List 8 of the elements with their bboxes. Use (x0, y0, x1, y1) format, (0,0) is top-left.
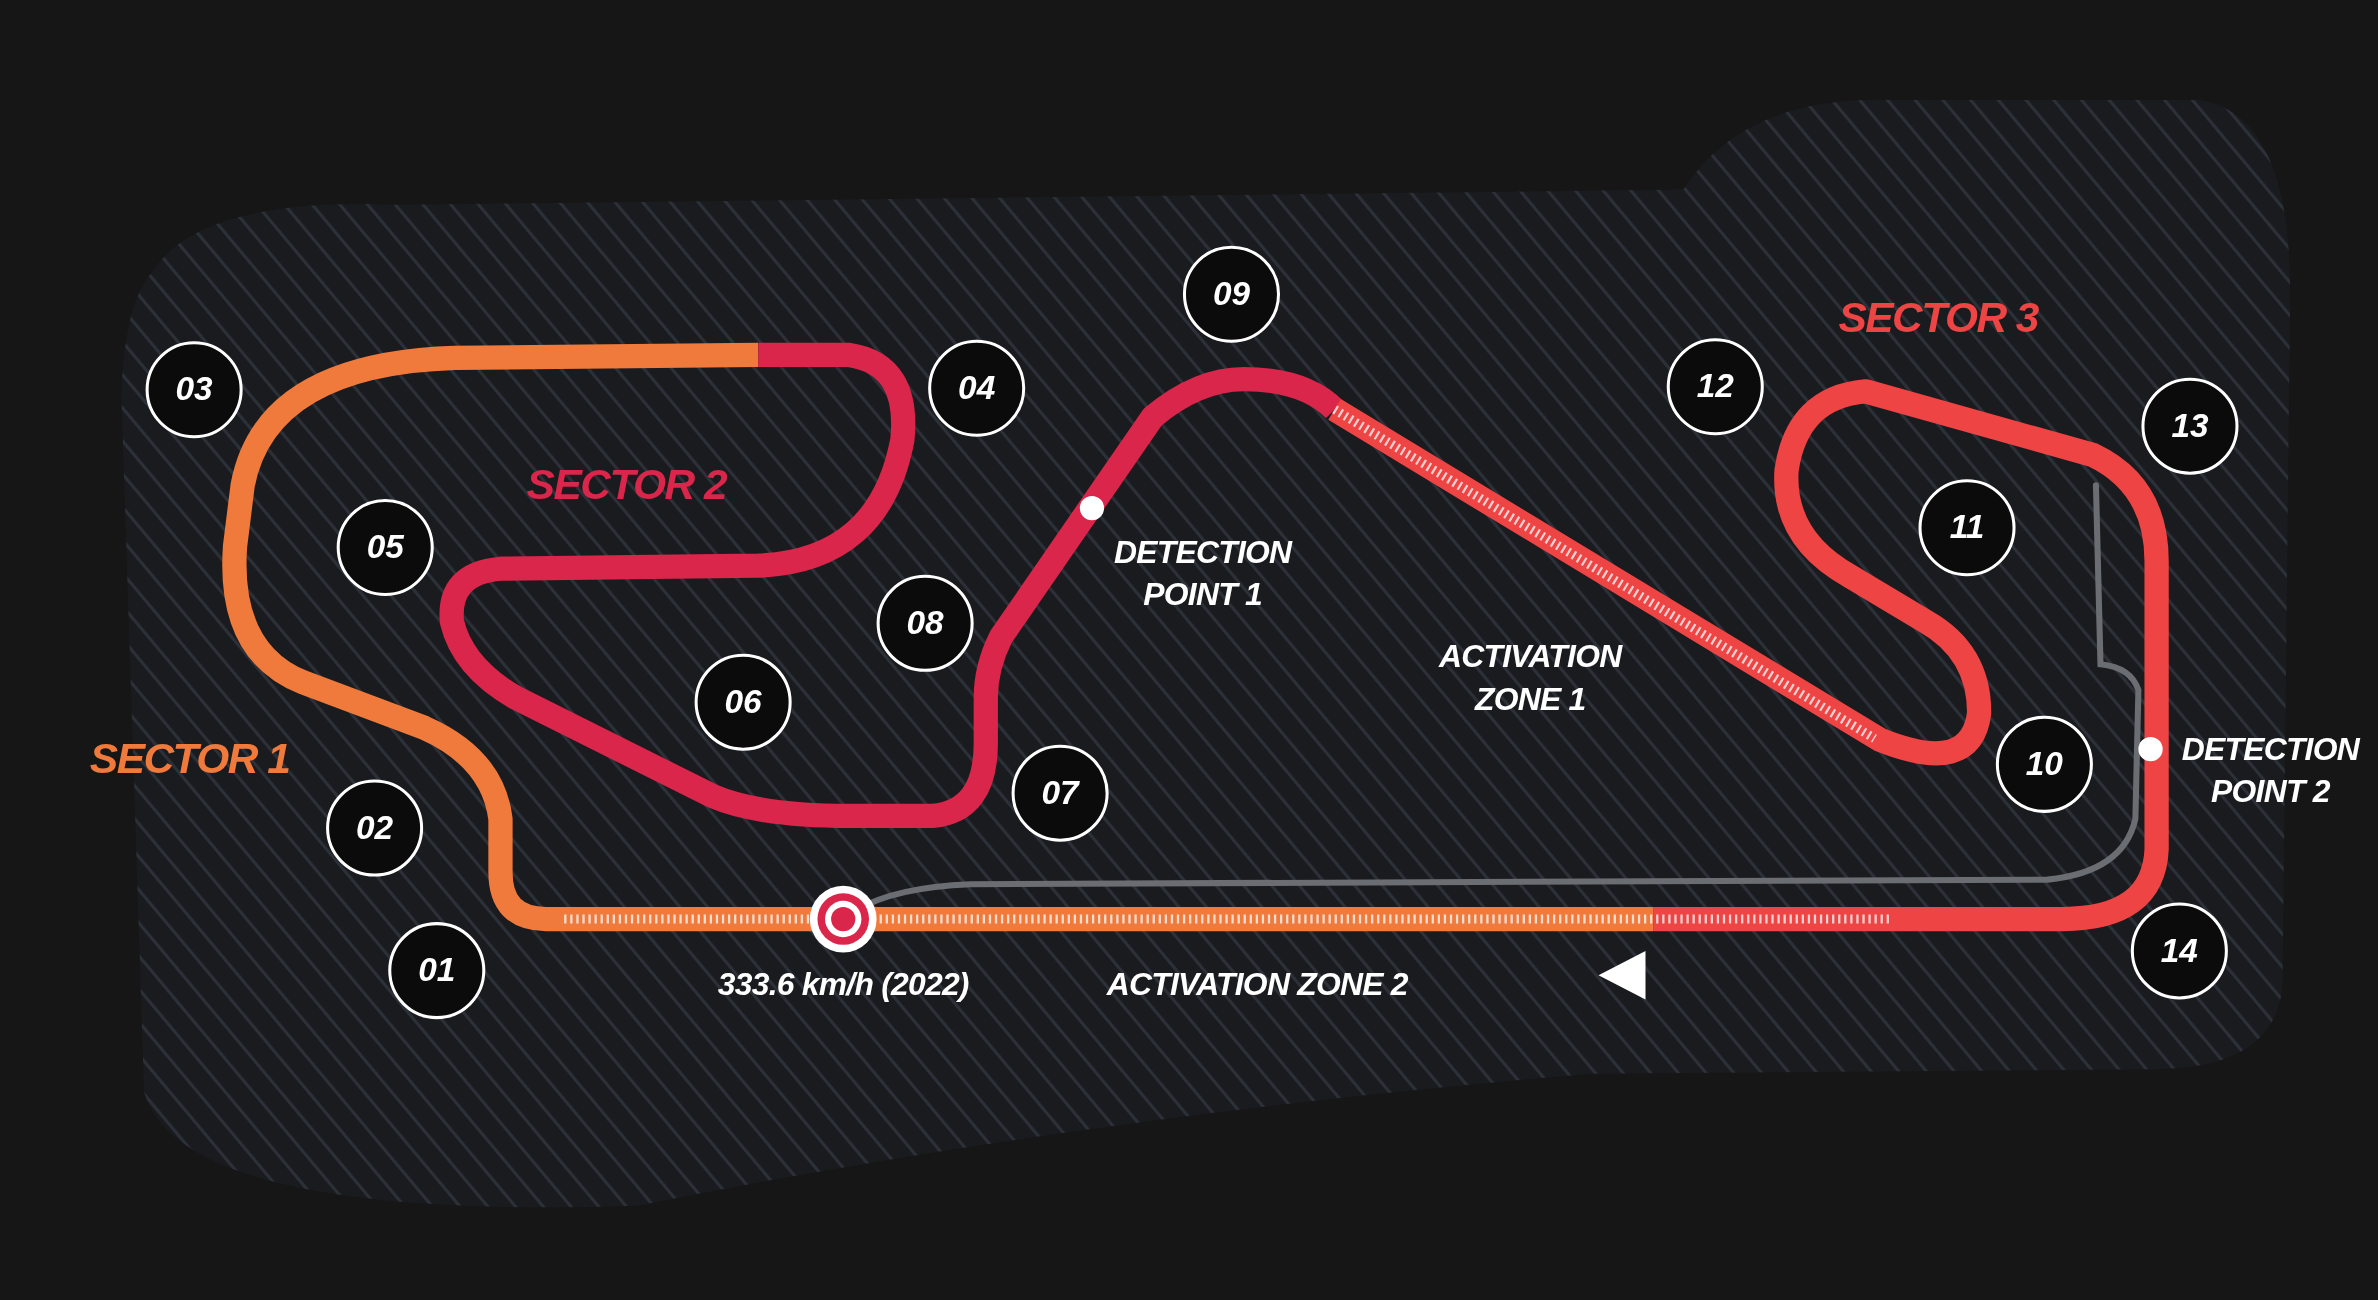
zone-label: ACTIVATION ZONE 1 (1437, 637, 1624, 718)
zone-label: DETECTION POINT 2 (2180, 730, 2362, 811)
speed-record-label: 333.6 km/h (2022) (717, 965, 969, 1003)
sector-label: SECTOR 1 (89, 735, 290, 785)
zone-label: ACTIVATION ZONE 2 (1106, 965, 1408, 1003)
sector-label: SECTOR 2 (526, 461, 727, 510)
sector-label: SECTOR 3 (1838, 294, 2038, 343)
zone-label: DETECTION POINT 1 (1113, 532, 1294, 614)
